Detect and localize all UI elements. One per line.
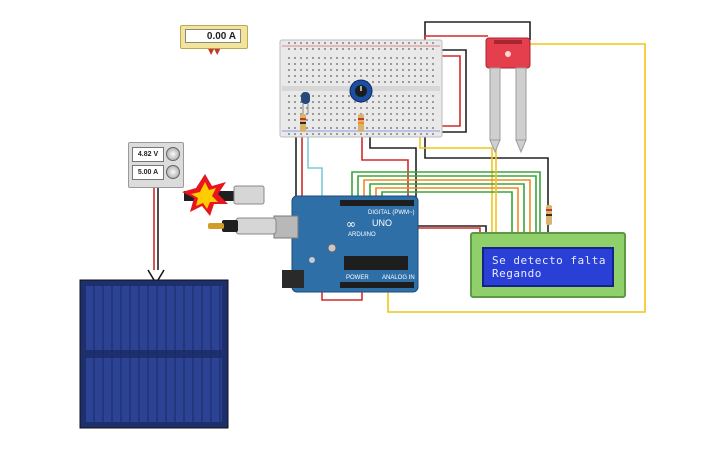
- psu-current: 5.00 A: [132, 165, 164, 180]
- wire-black-mid[interactable]: [369, 137, 487, 232]
- ammeter-reading: 0.00 A: [185, 29, 241, 43]
- arduino-infinity-icon: ∞: [346, 217, 356, 231]
- solar-panel[interactable]: [79, 269, 229, 429]
- wires: [153, 21, 646, 313]
- wire-teal[interactable]: [307, 120, 323, 196]
- wire-orange-1[interactable]: [363, 179, 531, 232]
- power-supply[interactable]: 4.82 V 5.00 A: [128, 142, 184, 188]
- lcd-line-2: Regando: [492, 267, 542, 280]
- wire-red-right[interactable]: [430, 55, 461, 127]
- resistor-pot[interactable]: [358, 114, 364, 132]
- psu-voltage: 4.82 V: [132, 147, 164, 162]
- wire-green-1[interactable]: [351, 171, 541, 232]
- arduino-uno[interactable]: ARDUINO UNO DIGITAL (PWM~) POWER ANALOG …: [273, 195, 419, 293]
- arduino-analog-label: ANALOG IN: [382, 275, 415, 281]
- wire-green-4[interactable]: [381, 191, 513, 232]
- ammeter-probe-icon: ▼▼: [208, 47, 221, 56]
- psu-voltage-knob[interactable]: [166, 147, 180, 161]
- wire-green-2[interactable]: [357, 175, 537, 232]
- arduino-model-label: UNO: [372, 218, 392, 228]
- lcd-line-1: Se detecto falta: [492, 254, 606, 267]
- short-circuit-warning-icon: [182, 174, 228, 216]
- wire-black-top[interactable]: [424, 21, 531, 40]
- resistor-lcd[interactable]: [546, 205, 552, 225]
- wire-red-mid[interactable]: [361, 137, 409, 196]
- lcd-screen: Se detecto falta Regando: [482, 247, 614, 287]
- wire-yellow-sensor[interactable]: [387, 43, 646, 313]
- wire-green-3[interactable]: [369, 183, 525, 232]
- led[interactable]: [301, 92, 310, 114]
- wire-red-bottom[interactable]: [321, 290, 363, 301]
- wire-yellow-breadboard[interactable]: [419, 137, 493, 232]
- psu-current-knob[interactable]: [166, 165, 180, 179]
- solar-cell-grid: [93, 286, 221, 422]
- wire-orange-2[interactable]: [375, 187, 519, 232]
- arduino-brand-label: ARDUINO: [348, 232, 376, 238]
- ammeter[interactable]: 0.00 A: [180, 25, 248, 49]
- usb-cable-arduino[interactable]: [208, 217, 277, 235]
- soil-moisture-sensor[interactable]: [485, 37, 531, 154]
- lcd-display[interactable]: Se detecto falta Regando: [470, 232, 626, 298]
- arduino-digital-label: DIGITAL (PWM~): [368, 210, 415, 216]
- potentiometer[interactable]: [349, 79, 373, 103]
- breadboard-holes: [288, 42, 434, 135]
- wire-black-right[interactable]: [430, 49, 467, 133]
- arduino-power-label: POWER: [346, 275, 369, 281]
- resistor-led[interactable]: [300, 114, 306, 132]
